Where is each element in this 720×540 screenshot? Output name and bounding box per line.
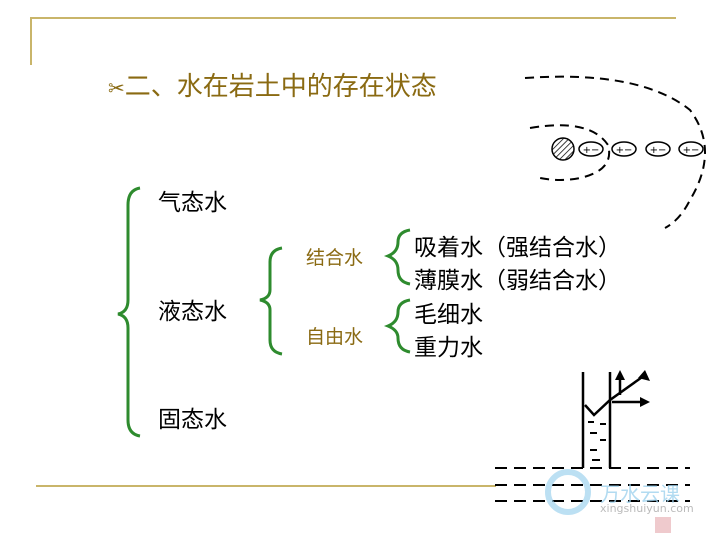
top-rule bbox=[30, 17, 676, 19]
bound-item: 薄膜水（弱结合水） bbox=[414, 268, 621, 294]
main-brace bbox=[117, 186, 141, 438]
free-water-label: 自由水 bbox=[306, 326, 364, 348]
state-gas: 气态水 bbox=[158, 190, 227, 216]
watermark-name: 万水云课 bbox=[600, 482, 680, 506]
bottom-rule bbox=[36, 485, 496, 487]
free-item: 重力水 bbox=[414, 335, 483, 361]
bound-water-label: 结合水 bbox=[306, 247, 364, 269]
water-film-shells bbox=[524, 75, 706, 229]
svg-text:+−: +− bbox=[683, 145, 700, 156]
watermark-logo-icon bbox=[545, 469, 591, 515]
seal-icon bbox=[655, 517, 671, 533]
svg-text:+−: +− bbox=[616, 145, 633, 156]
slide-title: ✂二、水在岩土中的存在状态 bbox=[108, 72, 437, 102]
svg-text:+−: +− bbox=[583, 145, 600, 156]
state-solid: 固态水 bbox=[158, 407, 227, 433]
capillary-tube bbox=[581, 372, 646, 468]
water-dashes bbox=[588, 421, 606, 461]
scissors-icon: ✂ bbox=[108, 76, 125, 100]
bound-brace bbox=[383, 228, 411, 286]
water-table-lines bbox=[495, 467, 690, 502]
force-arrows bbox=[615, 370, 650, 407]
state-liquid: 液态水 bbox=[158, 299, 227, 325]
water-dipoles bbox=[578, 141, 704, 157]
left-rule bbox=[30, 17, 32, 65]
free-item: 毛细水 bbox=[414, 302, 483, 328]
watermark-url: xingshuiyun.com bbox=[600, 502, 694, 515]
liquid-brace bbox=[259, 246, 283, 356]
svg-text:+−: +− bbox=[650, 145, 667, 156]
free-brace bbox=[383, 298, 411, 354]
soil-particle bbox=[551, 137, 575, 161]
bound-item: 吸着水（强结合水） bbox=[414, 235, 621, 261]
